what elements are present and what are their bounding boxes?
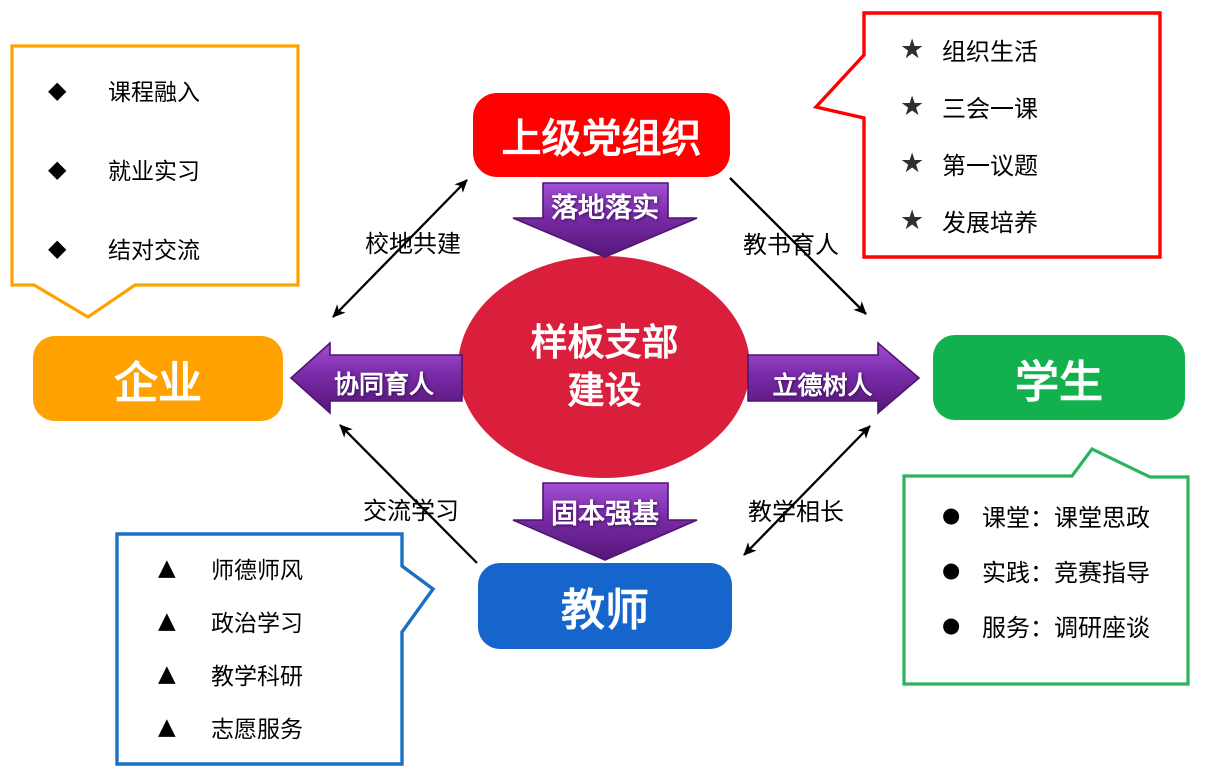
- arrow-label-consolidate: 固本强基: [551, 499, 659, 530]
- list-item: ▲ 志愿服务: [150, 712, 303, 743]
- star-bullet-icon: ★: [900, 204, 925, 236]
- callout-teacher-list: ▲ 师德师风 ▲ 政治学习 ▲ 教学科研 ▲ 志愿服务: [150, 552, 303, 743]
- circle-bullet-icon: ●: [942, 612, 961, 637]
- arrow-label-cultivate: 立德树人: [772, 371, 873, 400]
- list-item: ◆ 结对交流: [30, 233, 200, 264]
- callout-item-text: 实践：竞赛指导: [982, 558, 1150, 587]
- callout-item-text: 课堂：课堂思政: [982, 503, 1150, 532]
- block-arrow-right-icon: [747, 341, 921, 415]
- callout-student-list: ● 课堂：课堂思政 ● 实践：竞赛指导 ● 服务：调研座谈: [938, 498, 1150, 642]
- node-enterprise: 企业: [33, 336, 283, 421]
- callout-item-text: 组织生活: [942, 37, 1038, 66]
- callout-student-outline: [902, 446, 1190, 686]
- triangle-bullet-icon: ▲: [158, 607, 176, 634]
- callout-item-text: 政治学习: [211, 611, 303, 637]
- callout-item-text: 师德师风: [211, 558, 303, 584]
- callout-item-text: 课程融入: [108, 80, 200, 106]
- triangle-bullet-icon: ▲: [158, 554, 176, 581]
- connector-enterprise-party-arrow: [332, 179, 468, 318]
- block-arrow-down-bottom-icon: [512, 482, 698, 561]
- callout-item-text: 发展培养: [942, 208, 1038, 237]
- list-item: ▲ 师德师风: [150, 553, 303, 584]
- callout-item-text: 服务：调研座谈: [982, 613, 1150, 642]
- link-label-school-local: 校地共建: [365, 230, 461, 258]
- list-item: ★ 第一议题: [895, 147, 1038, 180]
- diamond-bullet-icon: ◆: [48, 234, 67, 262]
- callout-enterprise-outline: [10, 44, 300, 319]
- center-ellipse: [458, 256, 750, 478]
- center-title-line1: 样板支部: [530, 320, 679, 364]
- center-title-line2: 建设: [567, 369, 642, 412]
- star-bullet-icon: ★: [900, 90, 925, 122]
- diamond-bullet-icon: ◆: [48, 155, 67, 183]
- callout-party-outline: [812, 11, 1162, 259]
- triangle-bullet-icon: ▲: [158, 660, 176, 687]
- connector-teacher-enterprise-arrow: [339, 424, 478, 564]
- callout-item-text: 志愿服务: [211, 717, 303, 743]
- callout-item-text: 三会一课: [942, 94, 1038, 123]
- list-item: ● 实践：竞赛指导: [938, 555, 1150, 587]
- node-student: 学生: [933, 335, 1185, 420]
- callout-item-text: 第一议题: [942, 151, 1038, 180]
- list-item: ● 课堂：课堂思政: [938, 500, 1150, 532]
- circle-bullet-icon: ●: [942, 557, 961, 582]
- callout-item-text: 就业实习: [108, 159, 200, 185]
- list-item: ★ 三会一课: [895, 90, 1038, 123]
- callout-enterprise-list: ◆ 课程融入 ◆ 就业实习 ◆ 结对交流: [30, 62, 200, 264]
- list-item: ◆ 课程融入: [30, 75, 200, 106]
- star-bullet-icon: ★: [900, 33, 925, 65]
- list-item: ★ 发展培养: [895, 204, 1038, 237]
- link-label-mutual-growth: 教学相长: [748, 498, 844, 526]
- node-party-organization: 上级党组织: [473, 93, 730, 177]
- block-arrow-left-icon: [289, 341, 463, 415]
- callout-party-list: ★ 组织生活 ★ 三会一课 ★ 第一议题 ★ 发展培养: [895, 32, 1038, 237]
- link-label-teach-educate: 教书育人: [743, 231, 839, 259]
- callout-item-text: 结对交流: [108, 238, 200, 264]
- callout-item-text: 教学科研: [211, 664, 303, 690]
- list-item: ▲ 教学科研: [150, 659, 303, 690]
- triangle-bullet-icon: ▲: [158, 713, 176, 740]
- star-bullet-icon: ★: [900, 147, 925, 179]
- link-label-exchange-learning: 交流学习: [363, 497, 459, 525]
- diamond-bullet-icon: ◆: [48, 76, 67, 104]
- list-item: ★ 组织生活: [895, 33, 1038, 66]
- arrow-label-implement: 落地落实: [551, 193, 659, 224]
- block-arrow-down-top-icon: [512, 182, 698, 258]
- node-teacher: 教师: [478, 563, 732, 649]
- connector-teacher-student-arrow: [743, 425, 871, 556]
- callout-teacher-outline: [115, 532, 436, 766]
- connector-party-student-arrow: [729, 177, 867, 315]
- arrow-label-collaborate: 协同育人: [333, 370, 434, 399]
- list-item: ● 服务：调研座谈: [938, 610, 1150, 642]
- center-title: 样板支部 建设: [458, 256, 751, 478]
- list-item: ▲ 政治学习: [150, 606, 303, 637]
- list-item: ◆ 就业实习: [30, 154, 200, 185]
- circle-bullet-icon: ●: [942, 502, 961, 527]
